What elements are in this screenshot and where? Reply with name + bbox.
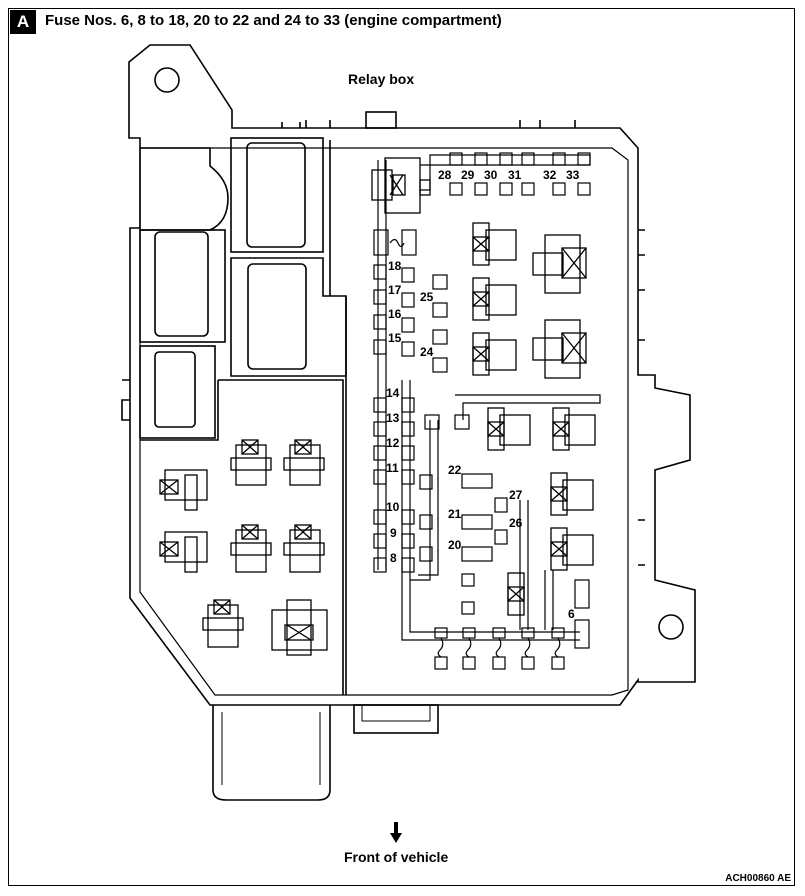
fuse-number-labels: 18 17 16 15 14 13 12 11 10 9 8 25 24 22 … [386, 168, 580, 621]
fuse-label-25: 25 [420, 290, 434, 304]
fuse-label-20: 20 [448, 538, 462, 552]
fuse-label-32: 32 [543, 168, 557, 182]
fuse-label-29: 29 [461, 168, 475, 182]
fuse-label-21: 21 [448, 507, 462, 521]
fuse-label-17: 17 [388, 283, 402, 297]
fuse-label-11: 11 [386, 461, 399, 475]
fuse-label-15: 15 [388, 331, 402, 345]
upper-relay [371, 157, 431, 214]
fuse-label-31: 31 [508, 168, 522, 182]
fuse-label-24: 24 [420, 345, 434, 359]
relay-6 [283, 524, 325, 573]
fuse-label-27: 27 [509, 488, 523, 502]
fuse-label-12: 12 [386, 436, 400, 450]
fuse-label-33: 33 [566, 168, 580, 182]
fuse-label-16: 16 [388, 307, 402, 321]
housing-outline [121, 44, 696, 801]
left-compartments [139, 137, 347, 695]
left-relays [159, 439, 328, 656]
middle-fuses [419, 274, 590, 649]
fuse-label-14: 14 [386, 386, 400, 400]
section-badge: A [10, 10, 36, 34]
front-of-vehicle-label: Front of vehicle [344, 849, 449, 865]
diagram-title: Fuse Nos. 6, 8 to 18, 20 to 22 and 24 to… [45, 12, 502, 29]
top-fuse-row [449, 152, 591, 196]
fuse-label-26: 26 [509, 516, 523, 530]
right-relays [472, 222, 596, 616]
relay-3 [159, 469, 208, 511]
diagram-frame [8, 8, 795, 886]
fuse-label-13: 13 [386, 411, 400, 425]
arrow-down-icon [390, 822, 402, 843]
relay-8 [271, 599, 328, 656]
relay-4 [159, 531, 208, 573]
relay-5 [230, 524, 272, 573]
reference-code: ACH00860 AE [725, 873, 791, 884]
fuse-label-18: 18 [388, 259, 402, 273]
fuse-label-9: 9 [390, 526, 397, 540]
relay-box-label: Relay box [348, 71, 415, 87]
relay-1 [230, 439, 272, 486]
relay-7 [202, 599, 244, 648]
relay-2 [283, 439, 325, 486]
bottom-fuse-row [434, 573, 565, 670]
fuse-label-8: 8 [390, 551, 397, 565]
fuse-label-30: 30 [484, 168, 498, 182]
left-fuse-column [373, 229, 417, 573]
fuse-label-22: 22 [448, 463, 462, 477]
fuse-label-6: 6 [568, 607, 575, 621]
fuse-label-28: 28 [438, 168, 452, 182]
fuse-label-10: 10 [386, 500, 400, 514]
